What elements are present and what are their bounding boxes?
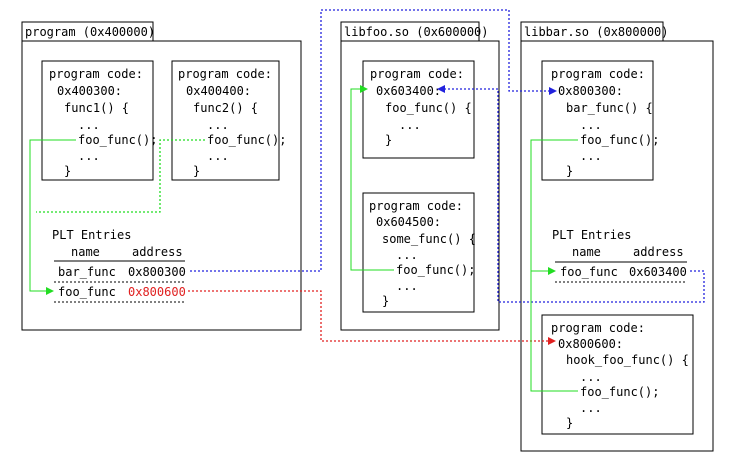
connector-func2-to-plt [36,139,205,213]
program-plt-table: PLT Entries name address bar_func 0x8003… [52,228,186,303]
code-line: program code: [178,67,272,81]
code-line: 0x800600: [558,337,623,351]
plt-header-name: name [572,245,601,259]
code-line: func1() { [64,101,129,115]
code-line: foo_func() { [385,101,472,115]
code-line: program code: [551,321,645,335]
code-line: ... [580,370,602,384]
program-code-block-1: program code: 0x400300: func1() { ... fo… [41,60,157,181]
code-line: ... [78,118,100,132]
plt-row-address: 0x603400 [629,265,687,279]
code-line: 0x400400: [186,84,251,98]
libfoo-code-block-1: program code: 0x603400: foo_func() { ...… [362,60,475,159]
code-line: } [385,133,392,147]
code-line: ... [580,401,602,415]
plt-row-name: bar_func [58,265,116,279]
arrowhead-icon [549,87,557,95]
code-line: 0x603400: [376,84,441,98]
plt-header-name: name [71,245,100,259]
plt-title: PLT Entries [552,228,631,242]
code-line: ... [399,118,421,132]
connector-some-func-to-foo-func [350,88,394,271]
code-line: program code: [551,67,645,81]
libbar-title: libbar.so (0x800000) [524,25,669,39]
arrowhead-icon [46,287,54,295]
code-line: ... [207,118,229,132]
code-line: foo_func(); [580,385,659,399]
plt-row-address: 0x800300 [128,265,186,279]
connector-foo-func-hook [188,290,549,342]
program-module: program (0x400000) program code: 0x40030… [21,21,302,331]
code-line: foo_func(); [78,133,157,147]
connector-bar-func-to-libbar [190,9,551,272]
code-line: ... [580,118,602,132]
code-line: program code: [49,67,143,81]
plt-header-address: address [633,245,684,259]
program-title: program (0x400000) [25,25,155,39]
code-line: foo_func(); [207,133,286,147]
arrowhead-icon [437,85,445,93]
code-line: ... [396,279,418,293]
code-line: } [566,416,573,430]
plt-title: PLT Entries [52,228,131,242]
code-line: 0x604500: [376,215,441,229]
libbar-code-block-2: program code: 0x800600: hook_foo_func() … [541,314,694,435]
connectors [29,9,705,392]
libbar-plt-table: PLT Entries name address foo_func 0x6034… [552,228,687,283]
code-line: 0x400300: [57,84,122,98]
code-line: ... [396,248,418,262]
plt-row-name: foo_func [560,265,618,279]
code-line: } [566,164,573,178]
libfoo-title: libfoo.so (0x600000) [344,25,489,39]
code-line: foo_func(); [580,133,659,147]
program-code-block-2: program code: 0x400400: func2() { ... fo… [171,60,286,181]
code-line: ... [580,149,602,163]
plt-row-name: foo_func [58,285,116,299]
arrowhead-icon [360,85,368,93]
arrowhead-icon [548,267,556,275]
arrowhead-icon [548,337,556,345]
plt-header-address: address [132,245,183,259]
code-line: hook_foo_func() { [566,353,689,367]
code-line: foo_func(); [396,263,475,277]
code-line: } [382,294,389,308]
libfoo-module: libfoo.so (0x600000) program code: 0x603… [340,21,500,331]
connector-func1-to-plt [29,139,76,292]
code-line: bar_func() { [566,101,653,115]
libfoo-code-block-2: program code: 0x604500: some_func() { ..… [362,192,476,313]
code-line: } [193,164,200,178]
connector-libbar-plt-to-libfoo [444,88,705,303]
libbar-module: libbar.so (0x800000) program code: 0x800… [520,21,714,452]
code-line: ... [78,149,100,163]
connector-bar-func-to-plt [530,139,578,392]
code-line: program code: [370,67,464,81]
code-line: ... [207,149,229,163]
code-line: some_func() { [382,232,476,246]
libbar-code-block-1: program code: 0x800300: bar_func() { ...… [541,60,659,181]
code-line: 0x800300: [558,84,623,98]
code-line: func2() { [193,101,258,115]
code-line: program code: [369,199,463,213]
code-line: } [64,164,71,178]
plt-row-address-hooked: 0x800600 [128,285,186,299]
